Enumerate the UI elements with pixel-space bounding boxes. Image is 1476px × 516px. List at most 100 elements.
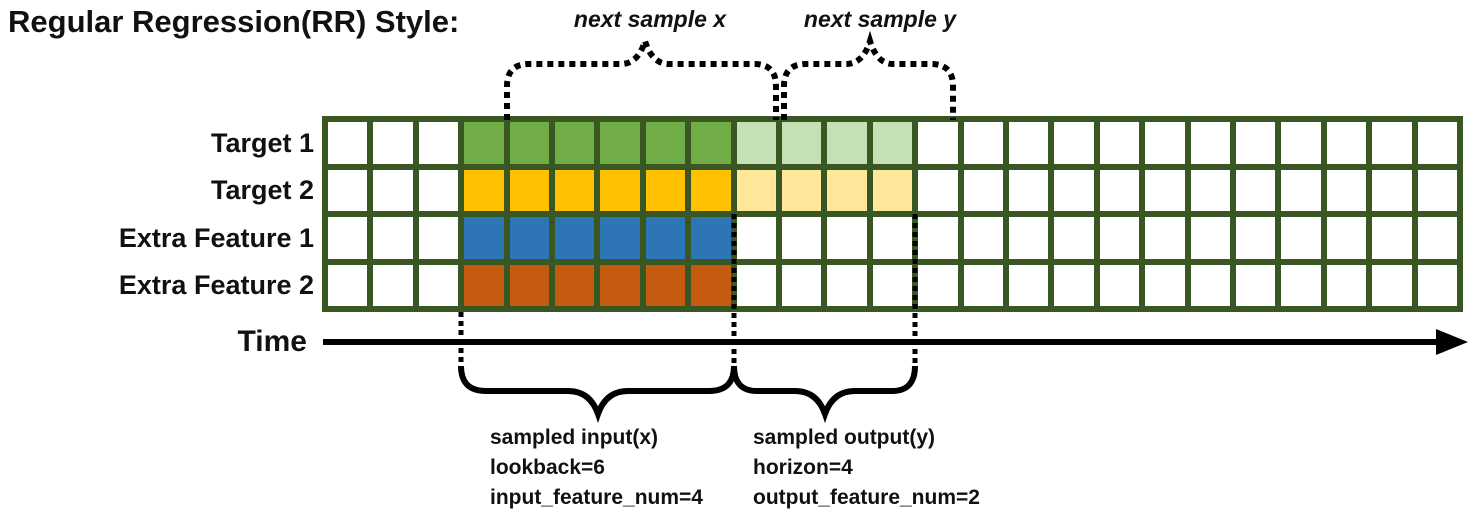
grid-cell	[645, 169, 686, 211]
grid-cell	[509, 264, 549, 306]
grid-cell	[782, 217, 822, 259]
grid-cell	[1099, 264, 1140, 306]
grid-cell	[691, 264, 731, 306]
grid-cell	[509, 217, 549, 259]
grid-cell	[1372, 122, 1412, 164]
grid-cell	[1145, 169, 1185, 211]
grid-cell	[464, 169, 504, 211]
grid-cell	[1372, 264, 1412, 306]
grid-cell	[600, 122, 640, 164]
grid-cell	[464, 217, 504, 259]
grid-cell	[418, 264, 459, 306]
grid-cell	[1190, 217, 1230, 259]
grid-cell	[1009, 217, 1049, 259]
grid-cell	[509, 169, 549, 211]
grid-cell	[736, 169, 776, 211]
grid-cell	[1417, 217, 1457, 259]
grid-cell	[555, 217, 595, 259]
next-sample-y-label: next sample y	[803, 6, 957, 32]
grid-cell	[963, 217, 1003, 259]
grid-cell	[827, 217, 867, 259]
grid-cell	[1054, 264, 1094, 306]
output-feature-num-line: output_feature_num=2	[753, 486, 980, 509]
grid-cell	[418, 217, 459, 259]
grid-cell	[1326, 264, 1367, 306]
grid-cell	[1145, 264, 1185, 306]
grid-cell	[1190, 169, 1230, 211]
grid-cell	[1054, 122, 1094, 164]
grid-cell	[1099, 122, 1140, 164]
grid-cell	[373, 122, 413, 164]
grid-cell	[1236, 264, 1276, 306]
grid-cell	[418, 122, 459, 164]
input-feature-num-line: input_feature_num=4	[490, 486, 703, 509]
grid-cell	[600, 264, 640, 306]
grid-cell	[1281, 264, 1321, 306]
grid-cell	[872, 217, 913, 259]
grid-cell	[645, 122, 686, 164]
sampled-input-brace	[458, 365, 737, 424]
grid-cell	[645, 264, 686, 306]
grid-cell	[1236, 122, 1276, 164]
grid-cell	[555, 122, 595, 164]
row-label-extra-feature-2: Extra Feature 2	[118, 270, 314, 300]
grid-cell	[1009, 169, 1049, 211]
grid-cell	[1145, 122, 1185, 164]
grid-cell	[645, 217, 686, 259]
grid-cell	[1417, 169, 1457, 211]
grid-cell	[782, 122, 822, 164]
grid	[322, 116, 1463, 312]
grid-cell	[373, 169, 413, 211]
grid-cell	[1417, 122, 1457, 164]
grid-cell	[827, 169, 867, 211]
grid-cell	[1009, 264, 1049, 306]
grid-cell	[509, 122, 549, 164]
grid-cell	[736, 264, 776, 306]
grid-cell	[600, 217, 640, 259]
next-sample-y-brace	[781, 30, 956, 120]
grid-cell	[1236, 217, 1276, 259]
grid-cell	[1099, 169, 1140, 211]
grid-cell	[827, 264, 867, 306]
grid-cell	[872, 264, 913, 306]
grid-cell	[328, 264, 368, 306]
grid-cell	[1099, 217, 1140, 259]
grid-cell	[918, 122, 958, 164]
grid-cell	[963, 264, 1003, 306]
grid-cell	[464, 122, 504, 164]
next-sample-x-brace	[504, 30, 779, 120]
row-label-target-1: Target 1	[210, 128, 314, 158]
grid-cell	[872, 169, 913, 211]
time-axis-label: Time	[237, 325, 307, 358]
grid-cell	[691, 217, 731, 259]
grid-cell	[1326, 217, 1367, 259]
grid-cell	[418, 169, 459, 211]
grid-cell	[1190, 264, 1230, 306]
grid-cell	[736, 217, 776, 259]
grid-cell	[1417, 264, 1457, 306]
lookback-line: lookback=6	[490, 456, 605, 479]
grid-cell	[1054, 217, 1094, 259]
grid-cell	[782, 169, 822, 211]
grid-cell	[1372, 169, 1412, 211]
row-label-target-2: Target 2	[210, 175, 314, 205]
grid-cell	[1145, 217, 1185, 259]
grid-cell	[963, 122, 1003, 164]
grid-cell	[691, 169, 731, 211]
grid-cell	[1236, 169, 1276, 211]
grid-cell	[1281, 169, 1321, 211]
grid-cell	[691, 122, 731, 164]
sampled-output-brace	[731, 365, 918, 424]
grid-cell	[373, 264, 413, 306]
grid-cell	[1281, 122, 1321, 164]
horizon-line: horizon=4	[753, 456, 853, 479]
grid-cell	[328, 217, 368, 259]
grid-cell	[827, 122, 867, 164]
grid-cell	[1281, 217, 1321, 259]
grid-cell	[373, 217, 413, 259]
grid-cell	[736, 122, 776, 164]
grid-cell	[1190, 122, 1230, 164]
grid-cell	[1372, 217, 1412, 259]
grid-cell	[1326, 169, 1367, 211]
